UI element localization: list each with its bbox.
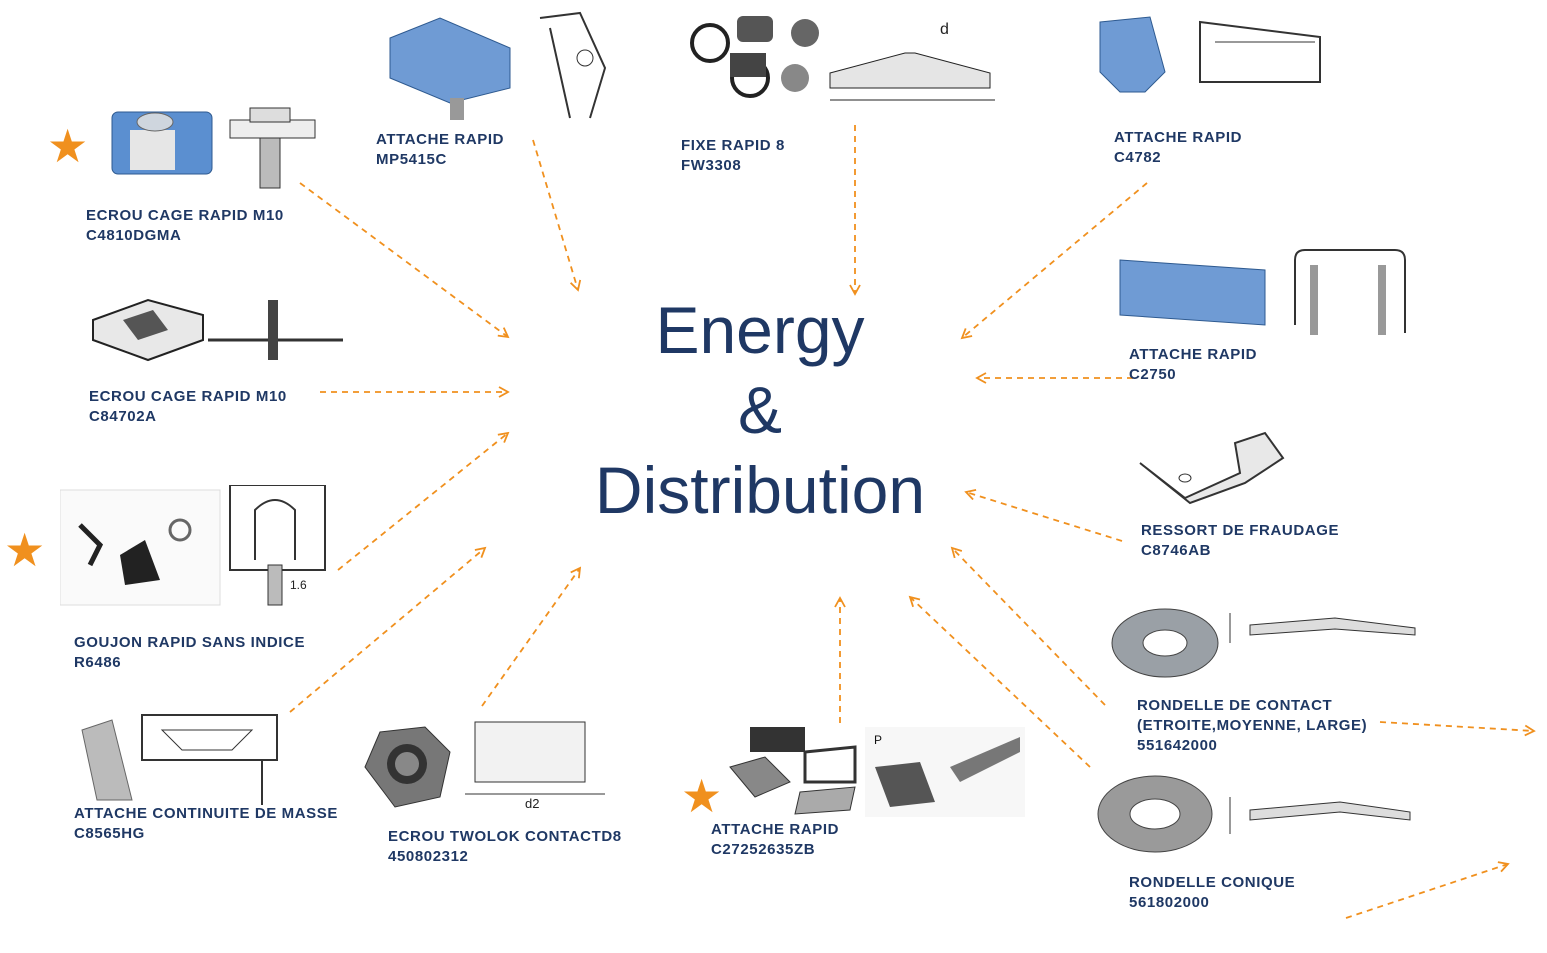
part-label-551642000: RONDELLE DE CONTACT (ETROITE,MOYENNE, LA…: [1137, 696, 1367, 756]
arrow-mp5415c: [532, 139, 582, 292]
arrow-450802312: [481, 566, 582, 707]
arrow-561802000-right: [1345, 861, 1510, 919]
cage-nut-c84702a-illustration: [92, 298, 343, 362]
part-label-r6486: GOUJON RAPID SANS INDICE R6486: [74, 633, 305, 673]
center-title: Energy & Distribution: [540, 290, 980, 530]
part-label-c2750: ATTACHE RAPID C2750: [1129, 345, 1257, 385]
part-name: ATTACHE RAPID: [1114, 129, 1243, 146]
part-name: FIXE RAPID 8: [681, 137, 785, 154]
part-name: ATTACHE CONTINUITE DE MASSE: [74, 805, 338, 822]
washer-fw3308-illustration: d: [690, 16, 995, 101]
clip-mp5415c-illustration: [389, 11, 607, 120]
arrow-561802000: [908, 595, 1091, 768]
clip-c2750-illustration: [1119, 249, 1406, 335]
dim-1-6-label: 1.6: [290, 578, 307, 592]
spring-c8746ab-illustration: [1139, 431, 1285, 505]
part-ref: C27252635ZB: [711, 841, 816, 858]
part-ref: MP5415C: [376, 151, 447, 168]
clip-c8565hg-illustration: [81, 714, 278, 805]
part-label-c8565hg: ATTACHE CONTINUITE DE MASSE C8565HG: [74, 804, 338, 844]
part-ref: C8746AB: [1141, 542, 1212, 559]
stud-r6486-illustration: 1.6: [60, 485, 326, 606]
dim-d-label: d: [940, 21, 949, 38]
star-icon-c4810dgma: ★: [47, 120, 89, 172]
center-title-line1: Energy: [655, 293, 865, 367]
part-label-450802312: ECROU TWOLOK CONTACTD8 450802312: [388, 827, 622, 867]
part-ref: 561802000: [1129, 894, 1210, 911]
part-ref: 551642000: [1137, 737, 1218, 754]
star-icon-c27252635zb: ★: [681, 770, 723, 822]
part-name: RONDELLE DE CONTACT: [1137, 697, 1333, 714]
part-ref: FW3308: [681, 157, 742, 174]
part-name: ECROU CAGE RAPID M10: [89, 388, 287, 405]
center-title-line2: &: [737, 373, 783, 447]
part-name: RESSORT DE FRAUDAGE: [1141, 522, 1340, 539]
part-name: RONDELLE CONIQUE: [1129, 874, 1296, 891]
part-label-c8746ab: RESSORT DE FRAUDAGE C8746AB: [1141, 521, 1339, 561]
part-ref: C4810DGMA: [86, 227, 182, 244]
arrow-c8746ab: [964, 489, 1123, 542]
part-label-c84702a: ECROU CAGE RAPID M10 C84702A: [89, 387, 287, 427]
nut-450802312-illustration: d2: [364, 721, 605, 811]
part-name: ECROU CAGE RAPID M10: [86, 207, 284, 224]
part-ref: C8565HG: [74, 825, 145, 842]
washer-551642000-illustration: [1111, 608, 1416, 678]
dim-d2-label: d2: [525, 796, 539, 811]
arrow-c4782: [960, 182, 1148, 340]
part-label-c4810dgma: ECROU CAGE RAPID M10 C4810DGMA: [86, 206, 284, 246]
part-label-mp5415c: ATTACHE RAPID MP5415C: [376, 130, 504, 170]
part-ref: C4782: [1114, 149, 1162, 166]
clip-c27252635zb-illustration: P: [729, 727, 1025, 817]
center-title-line3: Distribution: [594, 453, 926, 527]
cage-nut-c4810dgma-illustration: [111, 107, 316, 189]
part-name-2: (ETROITE,MOYENNE, LARGE): [1137, 717, 1368, 734]
part-name: ATTACHE RAPID: [711, 821, 840, 838]
part-name: GOUJON RAPID SANS INDICE: [74, 634, 306, 651]
part-label-c4782: ATTACHE RAPID C4782: [1114, 128, 1242, 168]
part-label-561802000: RONDELLE CONIQUE 561802000: [1129, 873, 1295, 913]
arrow-c8565hg: [289, 546, 487, 713]
part-name: ECROU TWOLOK CONTACTD8: [388, 828, 622, 845]
part-label-c27252635zb: ATTACHE RAPID C27252635ZB: [711, 820, 839, 860]
part-name: ATTACHE RAPID: [1129, 346, 1258, 363]
part-ref: C2750: [1129, 366, 1177, 383]
p-label: P: [874, 733, 882, 747]
part-ref: 450802312: [388, 848, 469, 865]
arrow-551642000-right: [1379, 721, 1536, 737]
part-name: ATTACHE RAPID: [376, 131, 505, 148]
arrow-r6486: [337, 431, 510, 571]
washer-561802000-illustration: [1097, 775, 1411, 853]
part-ref: C84702A: [89, 408, 157, 425]
arrow-551642000: [950, 546, 1106, 706]
clip-c4782-illustration: [1099, 16, 1321, 93]
star-icon-r6486: ★: [4, 524, 46, 576]
part-label-fw3308: FIXE RAPID 8 FW3308: [681, 136, 785, 176]
part-ref: R6486: [74, 654, 122, 671]
